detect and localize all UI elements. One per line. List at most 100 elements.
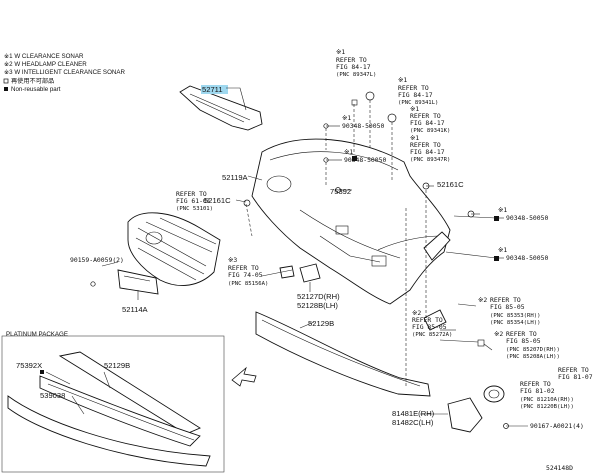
- svg-text:REFER TO: REFER TO: [410, 141, 441, 149]
- ref-mark-r4a: ※1: [342, 114, 351, 122]
- svg-text:(PNC 85207D(RH)): (PNC 85207D(RH)): [506, 347, 560, 353]
- refer-r9: ※2 REFER TO FIG 85-05 (PNC 85207D(RH)) (…: [494, 330, 560, 360]
- svg-text:REFER TO: REFER TO: [412, 316, 443, 324]
- svg-text:※2: ※2: [412, 309, 421, 317]
- refer-r7: ※2 REFER TO FIG 85-05 (PNC 85353(RH)) (P…: [478, 296, 541, 326]
- ref-mark-c3: ※1: [498, 206, 507, 214]
- refer-r1: ※1 REFER TO FIG 84-17 (PNC 89347L): [336, 48, 376, 78]
- svg-text:FIG 81-07: FIG 81-07: [558, 373, 593, 381]
- refer-r2: ※1 REFER TO FIG 84-17 (PNC 89341L): [398, 76, 438, 106]
- part-number-52129B: 52129B: [308, 319, 334, 328]
- direction-arrow-icon: [231, 366, 257, 387]
- platinum-frame: [1, 335, 225, 473]
- legend-note-2: ※2 W HEADLAMP CLEANER: [4, 61, 87, 68]
- svg-text:FIG 84-17: FIG 84-17: [398, 91, 433, 99]
- platinum-package-label: PLATINUM PACKAGE: [6, 331, 68, 338]
- part-labels: 52119A 52161C 52161C 90159-A0059(2) 5211…: [16, 114, 584, 472]
- platinum-package-box: PLATINUM PACKAGE: [1, 331, 225, 473]
- reusable-square-icon: [3, 78, 9, 84]
- refer-callouts: ※1 REFER TO FIG 84-17 (PNC 89347L) ※1 RE…: [176, 48, 593, 410]
- svg-text:FIG 85-05: FIG 85-05: [412, 323, 447, 331]
- svg-text:※3: ※3: [228, 256, 237, 264]
- svg-text:※1: ※1: [336, 48, 345, 56]
- svg-text:(PNC 53101): (PNC 53101): [176, 206, 213, 212]
- clip-number-2: 90348-50050: [344, 156, 386, 164]
- refer-r3: ※1 REFER TO FIG 84-17 (PNC 89341K): [410, 105, 450, 134]
- svg-text:REFER TO: REFER TO: [506, 330, 537, 338]
- svg-text:※1: ※1: [410, 105, 419, 113]
- svg-text:(PNC 89341L): (PNC 89341L): [398, 100, 438, 106]
- part-number-90167: 90167-A0021(4): [530, 422, 584, 430]
- refer-r8: ※2 REFER TO FIG 85-05 (PNC 85272A): [412, 309, 452, 338]
- refer-r5: REFER TO FIG 61-01 (PNC 53101): [176, 190, 213, 212]
- svg-text:REFER TO: REFER TO: [398, 84, 429, 92]
- svg-text:(PNC 89341K): (PNC 89341K): [410, 128, 450, 134]
- part-number-75392: 75392: [330, 187, 351, 196]
- non-reusable-square-icon: [4, 87, 8, 91]
- svg-text:(PNC 85208A(LH)): (PNC 85208A(LH)): [506, 354, 560, 360]
- part-number-52161C-left: 52161C: [204, 196, 231, 205]
- part-number-52127RH: 52127D(RH): [297, 292, 340, 301]
- legend-note-1: ※1 W CLEARANCE SONAR: [4, 53, 84, 60]
- svg-text:REFER TO: REFER TO: [558, 366, 589, 374]
- part-number-81482LH: 81482C(LH): [392, 418, 434, 427]
- part-number-539038: 539038: [40, 391, 65, 400]
- part-number-52119A: 52119A: [222, 173, 249, 182]
- svg-text:REFER TO: REFER TO: [410, 112, 441, 120]
- clip-number-3: 90348-50050: [506, 214, 548, 222]
- diagram-id: 524148D: [546, 464, 573, 472]
- part-number-75392X: 75392X: [16, 361, 42, 370]
- svg-text:※2: ※2: [478, 296, 487, 304]
- svg-text:※2: ※2: [494, 330, 503, 338]
- fog-lamp-assembly: [447, 385, 505, 433]
- svg-text:(PNC 81220B(LH)): (PNC 81220B(LH)): [520, 404, 574, 410]
- ref-mark-c4: ※1: [498, 246, 507, 254]
- leader-lines: [45, 87, 528, 427]
- ref-mark-r4b: ※1: [344, 148, 353, 156]
- svg-text:REFER TO: REFER TO: [490, 296, 521, 304]
- svg-text:(PNC 85156A): (PNC 85156A): [228, 281, 268, 287]
- svg-text:FIG 85-05: FIG 85-05: [506, 337, 541, 345]
- part-number-90159: 90159-A0059(2): [70, 256, 124, 264]
- svg-text:(PNC 85272A): (PNC 85272A): [412, 332, 452, 338]
- part-number-52128LH: 52128B(LH): [297, 301, 338, 310]
- legend-square-note: 再使用不可部品: [11, 77, 54, 85]
- svg-text:※1: ※1: [410, 134, 419, 142]
- refer-r11: REFER TO FIG 81-02 (PNC 81210A(RH)) (PNC…: [520, 380, 574, 410]
- refer-r10: REFER TO FIG 81-07: [558, 366, 593, 381]
- highlight-52711: [201, 85, 228, 94]
- license-bracket: [117, 269, 159, 295]
- part-number-52711: 52711: [202, 85, 223, 94]
- svg-text:(PNC 81210A(RH)): (PNC 81210A(RH)): [520, 397, 574, 403]
- svg-text:REFER TO: REFER TO: [336, 56, 367, 64]
- svg-text:FIG 84-17: FIG 84-17: [336, 63, 371, 71]
- svg-text:(PNC 85353(RH)): (PNC 85353(RH)): [490, 313, 541, 319]
- refer-r4: ※1 REFER TO FIG 84-17 (PNC 89347R): [410, 134, 450, 163]
- svg-text:FIG 61-01: FIG 61-01: [176, 197, 211, 205]
- svg-text:REFER TO: REFER TO: [176, 190, 207, 198]
- svg-text:(PNC 89347R): (PNC 89347R): [410, 157, 450, 163]
- front-bumper-cover: [251, 138, 451, 305]
- svg-text:FIG 85-05: FIG 85-05: [490, 303, 525, 311]
- refer-r6: ※3 REFER TO FIG 74-05 (PNC 85156A): [228, 256, 268, 287]
- legend-filled-note: Non-reusable part: [11, 86, 61, 93]
- part-number-52129B-platinum: 52129B: [104, 361, 130, 370]
- svg-text:FIG 81-02: FIG 81-02: [520, 387, 555, 395]
- front-lower-grille: [127, 212, 221, 287]
- svg-text:(PNC 89347L): (PNC 89347L): [336, 72, 376, 78]
- clip-number-1: 90348-50050: [342, 122, 384, 130]
- part-number-52161C-right: 52161C: [437, 180, 464, 189]
- legend: ※1 W CLEARANCE SONAR ※2 W HEADLAMP CLEAN…: [3, 53, 125, 93]
- svg-text:(PNC 85354(LH)): (PNC 85354(LH)): [490, 320, 541, 326]
- lower-spoiler: [255, 311, 431, 397]
- clip-number-4: 90348-50050: [506, 254, 548, 262]
- svg-text:FIG 74-05: FIG 74-05: [228, 271, 263, 279]
- part-52711-upper-grille: 52711: [179, 85, 263, 131]
- legend-note-3: ※3 W INTELLIGENT CLEARANCE SONAR: [4, 69, 125, 76]
- svg-text:※1: ※1: [398, 76, 407, 84]
- part-number-52114A: 52114A: [122, 305, 149, 314]
- svg-text:FIG 84-17: FIG 84-17: [410, 119, 445, 127]
- part-number-81481RH: 81481E(RH): [392, 409, 435, 418]
- svg-text:REFER TO: REFER TO: [520, 380, 551, 388]
